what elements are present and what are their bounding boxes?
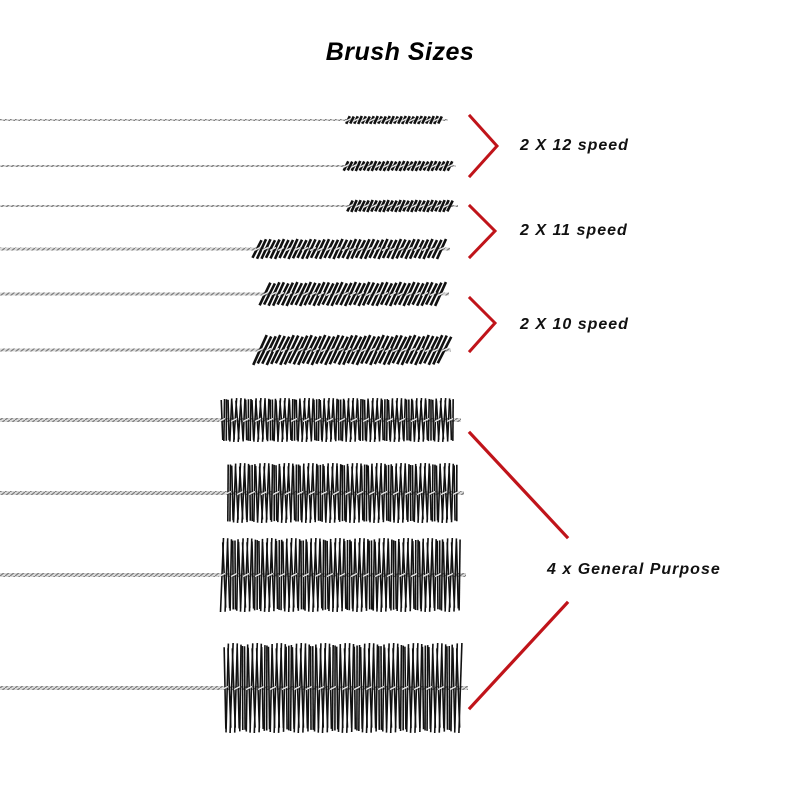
brush-2 <box>0 160 456 172</box>
label-11-speed: 2 X 11 speed <box>520 222 628 239</box>
brush-4 <box>0 238 450 260</box>
label-general-purpose: 4 x General Purpose <box>547 561 721 578</box>
bracket-general-purpose-icon <box>467 430 570 711</box>
page-title: Brush Sizes <box>325 38 475 66</box>
brush-3 <box>0 199 458 213</box>
label-10-speed: 2 X 10 speed <box>520 316 629 333</box>
brush-9 <box>0 537 466 613</box>
brush-5 <box>0 281 449 307</box>
bracket-10-speed-icon <box>467 295 498 354</box>
brush-8 <box>0 462 464 524</box>
brush-6 <box>0 334 453 366</box>
brush-7 <box>0 397 461 443</box>
brush-10 <box>0 642 468 734</box>
label-12-speed: 2 X 12 speed <box>520 137 629 154</box>
brush-list <box>0 115 468 734</box>
bracket-12-speed-icon <box>467 113 500 179</box>
brush-1 <box>0 115 448 125</box>
bracket-11-speed-icon <box>467 203 498 260</box>
